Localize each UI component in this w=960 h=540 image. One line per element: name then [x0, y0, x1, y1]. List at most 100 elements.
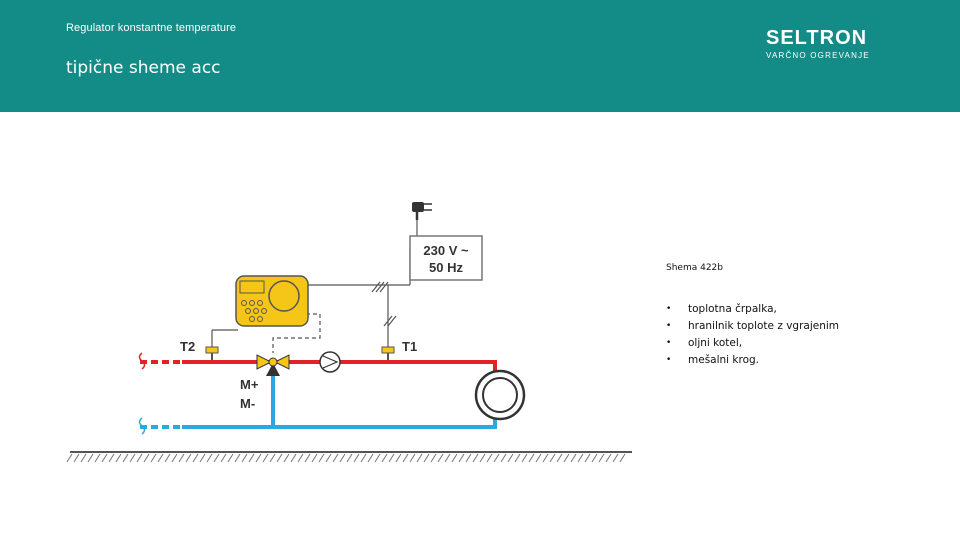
ground-hatch-mark: [276, 453, 283, 463]
ground-hatch-mark: [570, 453, 577, 463]
ground-hatch-mark: [556, 453, 563, 463]
ground-hatch-mark: [374, 453, 381, 463]
motor-minus-label: M-: [240, 396, 255, 411]
ground-hatch-mark: [178, 453, 185, 463]
ground-hatch-mark: [192, 453, 199, 463]
hot-pipe: [138, 352, 497, 372]
mixing-valve-icon: [256, 354, 290, 376]
ground-hatch-mark: [486, 453, 493, 463]
ground-hatch-mark: [73, 453, 80, 463]
ground-hatch-mark: [479, 453, 486, 463]
ground-hatch-mark: [332, 453, 339, 463]
heating-scheme-diagram: 230 V ~ 50 Hz T2 T1 M+ M-: [66, 202, 632, 463]
ground-hatch-mark: [388, 453, 395, 463]
motor-plus-label: M+: [240, 377, 259, 392]
ground-hatch-mark: [521, 453, 528, 463]
ground-hatch-mark: [241, 453, 248, 463]
ground-hatch-mark: [290, 453, 297, 463]
ground-hatch-mark: [206, 453, 213, 463]
ground-hatch-mark: [409, 453, 416, 463]
power-supply-box: 230 V ~ 50 Hz: [409, 235, 483, 281]
ground-hatch-mark: [381, 453, 388, 463]
ground-hatch-mark: [325, 453, 332, 463]
ground-hatch-mark: [157, 453, 164, 463]
ground-hatch-mark: [395, 453, 402, 463]
ground-hatch-mark: [500, 453, 507, 463]
ground-hatch-mark: [80, 453, 87, 463]
ground-hatch-mark: [598, 453, 605, 463]
ground-hatch-mark: [472, 453, 479, 463]
ground-hatch-mark: [171, 453, 178, 463]
ground-hatch-mark: [346, 453, 353, 463]
ground-hatch-mark: [605, 453, 612, 463]
ground-hatch-mark: [584, 453, 591, 463]
voltage-label: 230 V ~: [423, 243, 469, 258]
ground-hatch-mark: [444, 453, 451, 463]
ground-hatch-mark: [318, 453, 325, 463]
ground-hatch-mark: [528, 453, 535, 463]
ground-hatch-mark: [248, 453, 255, 463]
logo-brand: SELTRON: [766, 27, 868, 49]
ground-hatch-mark: [493, 453, 500, 463]
sensor-t2-icon: [205, 346, 219, 360]
list-item-text: mešalni krog.: [688, 354, 760, 366]
header-banner: Regulator konstantne temperature tipične…: [0, 0, 960, 112]
ground-hatch-mark: [430, 453, 437, 463]
ground-hatch-mark: [101, 453, 108, 463]
ground-hatch-mark: [451, 453, 458, 463]
sensor-t1-icon: [381, 346, 395, 360]
ground-hatch-mark: [122, 453, 129, 463]
ground-hatch-mark: [227, 453, 234, 463]
ground-hatch-mark: [458, 453, 465, 463]
ground-hatch-mark: [234, 453, 241, 463]
scheme-label: Shema 422b: [666, 263, 723, 273]
ground-hatch-mark: [563, 453, 570, 463]
ground-hatch-mark: [283, 453, 290, 463]
bullet: •: [666, 355, 672, 365]
ground-hatch-mark: [220, 453, 227, 463]
ground-hatch-mark: [619, 453, 626, 463]
frequency-label: 50 Hz: [429, 260, 463, 275]
heating-circuit-icon: [474, 369, 526, 421]
ground-hatch-mark: [423, 453, 430, 463]
ground-hatch-mark: [185, 453, 192, 463]
ground-hatch-mark: [164, 453, 171, 463]
ground-hatch-mark: [269, 453, 276, 463]
ground-hatch-mark: [199, 453, 206, 463]
ground-hatch-mark: [507, 453, 514, 463]
ground-hatch-mark: [304, 453, 311, 463]
logo-tagline: VARČNO OGREVANJE: [766, 51, 870, 60]
ground-hatch-mark: [360, 453, 367, 463]
ground-hatch-mark: [108, 453, 115, 463]
ground-hatch-mark: [94, 453, 101, 463]
list-item-text: oljni kotel,: [688, 337, 743, 349]
ground-hatch-mark: [465, 453, 472, 463]
list-item: • mešalni krog.: [666, 352, 839, 369]
list-item: •hranilnik toplote z vgrajenim: [666, 318, 839, 335]
ground-hatch-mark: [255, 453, 262, 463]
ground-line: [66, 451, 632, 463]
seltron-logo: SELTRON VARČNO OGREVANJE: [766, 28, 870, 60]
list-item: • oljni kotel,: [666, 335, 839, 352]
component-list: •toplotna črpalka, •hranilnik toplote z …: [666, 301, 839, 369]
ground-hatch-mark: [514, 453, 521, 463]
ground-hatch-mark: [297, 453, 304, 463]
ground-hatch-mark: [416, 453, 423, 463]
list-item-text: toplotna črpalka,: [688, 303, 777, 315]
ground-hatch-mark: [402, 453, 409, 463]
ground-hatch-mark: [115, 453, 122, 463]
bullet: •: [666, 338, 672, 348]
ground-hatch-mark: [87, 453, 94, 463]
ground-hatch-mark: [612, 453, 619, 463]
ground-hatch-mark: [367, 453, 374, 463]
power-plug-icon: [412, 202, 432, 220]
ground-hatch-mark: [353, 453, 360, 463]
presentation-subtitle: Regulator konstantne temperature: [66, 22, 237, 34]
list-item-text: hranilnik toplote z vgrajenim: [688, 320, 840, 332]
ground-hatch-mark: [262, 453, 269, 463]
ground-hatch-mark: [437, 453, 444, 463]
pump-icon: [319, 351, 341, 373]
ground-hatch-mark: [66, 453, 73, 463]
ground-hatch-mark: [311, 453, 318, 463]
ground-hatch-mark: [213, 453, 220, 463]
